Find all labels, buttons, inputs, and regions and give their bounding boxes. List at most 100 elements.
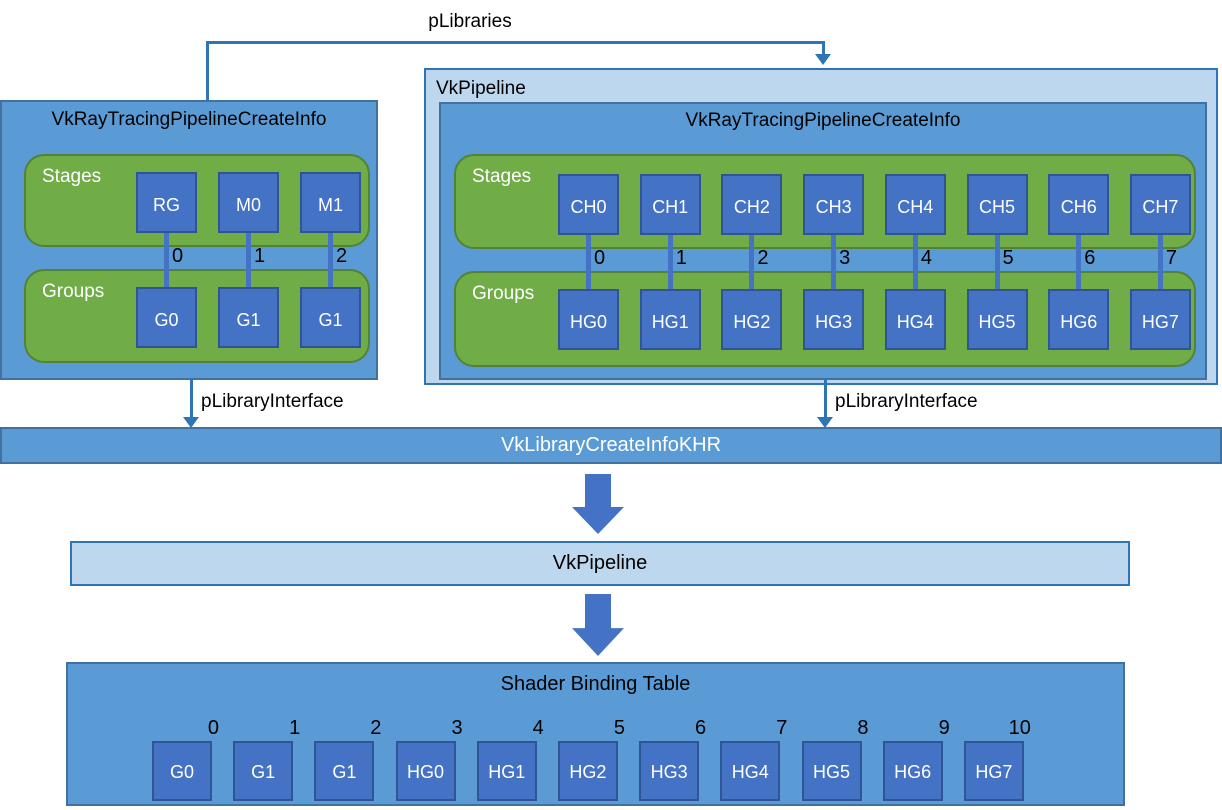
- sbt-entry-square: HG4: [720, 741, 781, 801]
- group-square: HG1: [639, 289, 701, 350]
- stage-group-connector-line: [164, 231, 169, 289]
- stage-square: M1: [300, 172, 361, 233]
- group-square: G0: [136, 287, 197, 348]
- stage-square: RG: [136, 172, 197, 233]
- sbt-entry-square: HG3: [639, 741, 700, 801]
- sbt-entry-index: 2: [370, 717, 382, 739]
- sbt-entry-index: 10: [1008, 717, 1031, 739]
- stage-group-index: 1: [254, 245, 266, 267]
- sbt-entry: 9 HG6: [882, 717, 950, 801]
- sbt-entry-index: 8: [857, 717, 869, 739]
- stage-square: CH6: [1048, 174, 1110, 235]
- sbt-entry-index: 5: [613, 717, 625, 739]
- stage-square: CH0: [558, 174, 619, 235]
- stage-group-index: 2: [336, 245, 348, 267]
- sbt-entry-square: HG2: [557, 741, 618, 801]
- sbt-entry-square: G1: [233, 741, 294, 801]
- left-plibraryinterface-arrowhead-icon: [183, 417, 199, 428]
- stage-group-connector-line: [749, 233, 755, 291]
- down-block-arrow-icon: [572, 594, 624, 656]
- right-vkpipeline-title: VkPipeline: [436, 78, 526, 99]
- left-stage-group-columns: RG 0 G0 M0 1 G1 M1 2 G1: [136, 172, 361, 348]
- stage-group-column: CH2 2 HG2: [721, 174, 783, 350]
- sbt-entry-square: G0: [152, 741, 212, 801]
- left-raytracing-createinfo-box: VkRayTracingPipelineCreateInfo Stages Gr…: [0, 100, 378, 380]
- stage-square: CH5: [966, 174, 1028, 235]
- vkpipeline-result-bar: VkPipeline: [70, 541, 1130, 586]
- stage-group-connector-line: [667, 233, 673, 291]
- plibraries-line-right: [822, 41, 825, 56]
- stage-square: CH7: [1129, 174, 1191, 235]
- stage-group-index: 7: [1165, 247, 1178, 269]
- stage-group-index: 4: [920, 247, 932, 269]
- sbt-entry-square: HG0: [395, 741, 456, 801]
- left-box-title: VkRayTracingPipelineCreateInfo: [51, 109, 327, 130]
- stage-group-column: RG 0 G0: [136, 172, 197, 348]
- left-plibraryinterface-label: pLibraryInterface: [201, 391, 344, 412]
- group-square: HG4: [884, 289, 946, 350]
- right-plibraryinterface-arrowhead-icon: [817, 417, 833, 428]
- stage-group-column: CH4 4 HG4: [884, 174, 946, 350]
- right-plibraryinterface-line: [824, 378, 827, 418]
- group-square: G1: [300, 287, 361, 348]
- stage-group-column: CH1 1 HG1: [639, 174, 701, 350]
- sbt-entry: 1 G1: [233, 717, 300, 801]
- plibraries-line-left: [206, 41, 209, 101]
- right-stage-group-columns: CH0 0 HG0 CH1 1 HG1 CH2 2: [558, 174, 1191, 350]
- stage-group-connector-line: [1076, 233, 1082, 291]
- sbt-entry-square: G1: [314, 741, 375, 801]
- stage-group-connector-line: [246, 231, 251, 289]
- sbt-entry-index: 7: [776, 717, 788, 739]
- stage-group-column: M0 1 G1: [218, 172, 279, 348]
- stage-group-column: CH6 6 HG6: [1048, 174, 1110, 350]
- stage-group-index: 0: [594, 247, 606, 269]
- library-createinfo-title: VkLibraryCreateInfoKHR: [500, 434, 722, 456]
- stage-group-connector-line: [1157, 233, 1163, 291]
- sbt-entry: 2 G1: [314, 717, 381, 801]
- left-groups-label: Groups: [42, 281, 105, 302]
- stage-group-index: 0: [172, 245, 184, 267]
- stage-group-column: CH0 0 HG0: [558, 174, 619, 350]
- right-stages-label: Stages: [472, 166, 532, 187]
- sbt-entry: 3 HG0: [395, 717, 463, 801]
- sbt-entry-index: 0: [207, 717, 219, 739]
- group-square: HG0: [558, 289, 619, 350]
- stage-group-connector-line: [912, 233, 918, 291]
- stage-group-index: 2: [757, 247, 769, 269]
- sbt-entry: 5 HG2: [557, 717, 625, 801]
- stage-group-index: 1: [675, 247, 687, 269]
- stage-group-column: CH7 7 HG7: [1129, 174, 1191, 350]
- sbt-entry: 10 HG7: [963, 717, 1031, 801]
- left-stages-label: Stages: [42, 166, 102, 187]
- sbt-entry-square: HG1: [476, 741, 537, 801]
- stage-square: CH4: [884, 174, 946, 235]
- stage-square: CH3: [803, 174, 865, 235]
- sbt-entry-square: HG7: [963, 741, 1024, 801]
- stage-group-index: 5: [1002, 247, 1014, 269]
- stage-square: CH2: [721, 174, 783, 235]
- stage-group-column: M1 2 G1: [300, 172, 361, 348]
- stage-group-column: CH5 5 HG5: [966, 174, 1028, 350]
- stage-square: CH1: [639, 174, 701, 235]
- sbt-entry-index: 3: [451, 717, 463, 739]
- right-groups-label: Groups: [472, 283, 535, 304]
- right-raytracing-createinfo-box: VkRayTracingPipelineCreateInfo Stages Gr…: [439, 102, 1207, 380]
- stage-group-index: 3: [839, 247, 851, 269]
- sbt-entry-index: 1: [289, 717, 301, 739]
- sbt-entry: 0 G0: [152, 717, 219, 801]
- sbt-entry-index: 6: [695, 717, 707, 739]
- sbt-entry: 4 HG1: [476, 717, 544, 801]
- right-inner-title: VkRayTracingPipelineCreateInfo: [685, 110, 961, 131]
- group-square: HG3: [803, 289, 865, 350]
- library-createinfo-bar: VkLibraryCreateInfoKHR: [0, 427, 1222, 464]
- right-vkpipeline-box: VkPipeline VkRayTracingPipelineCreateInf…: [424, 68, 1218, 385]
- vkpipeline-result-title: VkPipeline: [552, 552, 648, 574]
- group-square: HG2: [721, 289, 783, 350]
- sbt-entry: 8 HG5: [801, 717, 869, 801]
- plibraries-label: pLibraries: [428, 11, 512, 32]
- plibraries-arrowhead-icon: [815, 54, 831, 65]
- stage-group-connector-line: [328, 231, 333, 289]
- down-block-arrow-icon: [572, 474, 624, 534]
- stage-group-column: CH3 3 HG3: [803, 174, 865, 350]
